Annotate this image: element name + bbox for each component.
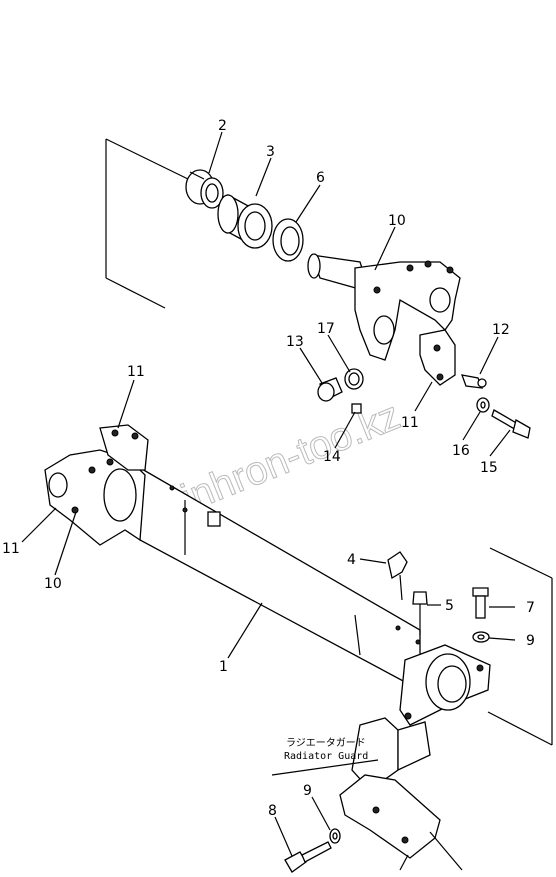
callout-4: 4 — [347, 552, 356, 568]
part-10-pivot-bracket-upper — [307, 253, 461, 361]
right-frame-lines — [487, 547, 553, 746]
part-7-bolt — [472, 587, 489, 619]
callout-14: 14 — [323, 449, 341, 465]
callout-15: 15 — [480, 460, 498, 476]
part-4-grease-nipple — [387, 551, 408, 601]
callout-8: 8 — [268, 803, 277, 819]
callout-9-lower: 9 — [303, 783, 312, 799]
part-2-bushing — [185, 169, 224, 209]
note-english: Radiator Guard — [284, 751, 368, 762]
callout-11-left-top: 11 — [127, 364, 145, 380]
callout-3: 3 — [266, 144, 275, 160]
callout-13: 13 — [286, 334, 304, 350]
callout-10-lower: 10 — [44, 576, 62, 592]
part-9-washer-lower — [329, 828, 341, 844]
part-10-pivot-bracket-lower — [44, 449, 146, 546]
part-5-plug — [412, 591, 428, 635]
callout-1: 1 — [219, 659, 228, 675]
callout-11-upper: 11 — [401, 415, 419, 431]
part-12-grease-fitting — [460, 374, 487, 389]
callout-9-upper: 9 — [526, 633, 535, 649]
callout-16: 16 — [452, 443, 470, 459]
upper-frame-lines — [105, 138, 191, 309]
callout-6: 6 — [316, 170, 325, 186]
part-11-cap-lower — [99, 424, 149, 471]
callout-12: 12 — [492, 322, 510, 338]
callout-17: 17 — [317, 321, 335, 337]
callout-5: 5 — [445, 598, 454, 614]
part-3-bushing — [217, 193, 273, 249]
part-14-fitting — [351, 403, 362, 414]
part-1-axle-tube — [134, 463, 491, 726]
callout-labels: 2 3 6 10 12 17 13 11 16 15 14 11 11 10 4… — [2, 118, 535, 819]
callout-2: 2 — [218, 118, 227, 134]
part-15-bolt — [491, 409, 531, 439]
note-leader-line — [271, 759, 379, 776]
part-6-seal — [272, 218, 304, 262]
note-japanese: ラジエータガード — [286, 737, 366, 749]
part-11-cap-upper — [419, 329, 456, 386]
part-16-washer — [476, 397, 490, 413]
callout-7: 7 — [526, 600, 535, 616]
radiator-guard-bracket — [339, 717, 463, 871]
part-8-bolt — [284, 841, 332, 873]
part-17-ring — [344, 368, 364, 390]
part-13-bushing — [317, 377, 343, 402]
callout-leaders — [21, 131, 516, 857]
callout-10-upper: 10 — [388, 213, 406, 229]
callout-11-left: 11 — [2, 541, 20, 557]
part-9-washer-upper — [472, 631, 490, 643]
